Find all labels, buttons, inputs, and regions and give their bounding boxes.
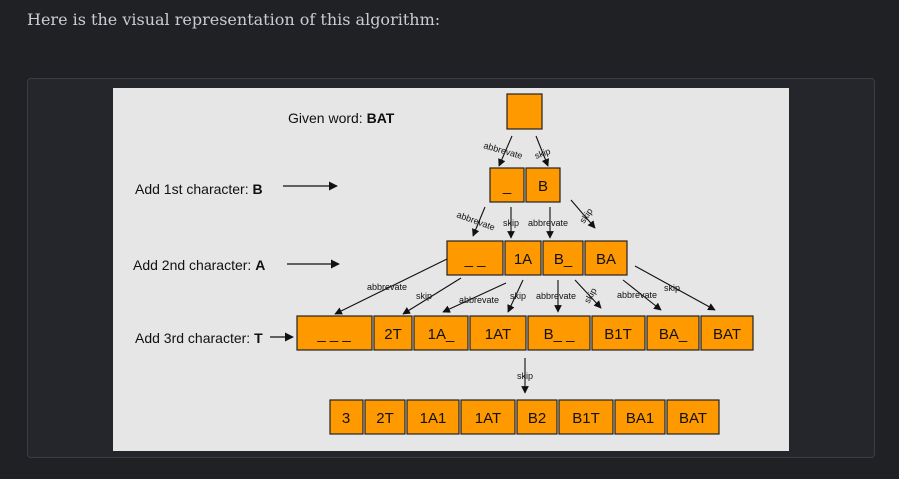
edge-root-abbrevate <box>498 135 513 167</box>
edge-label-skip: skip <box>510 291 526 301</box>
edge-label-abbrevate: abbrevate <box>528 218 568 228</box>
edge-label-skip: skip <box>577 206 594 225</box>
edge-root-skip <box>535 135 550 167</box>
edge-label-skip: skip <box>533 146 551 161</box>
level-3-row: _ _ _ 2T 1A_ 1AT B_ _ B1T BA_ BAT <box>296 315 754 351</box>
node-text: BA <box>596 251 616 268</box>
edge-label-abbrevate: abbrevate <box>617 290 657 300</box>
given-word-label: Given word: BAT <box>288 110 395 126</box>
node-text: BAT <box>713 326 741 343</box>
node <box>413 315 469 351</box>
level-1-label: Add 1st character: B <box>135 181 263 197</box>
intro-text: Here is the visual representation of thi… <box>27 10 441 29</box>
node-text: 2T <box>376 410 394 427</box>
edge-label-skip: skip <box>517 371 533 381</box>
node-text: 1A1 <box>420 410 447 427</box>
node-text: _ <box>502 178 512 195</box>
node-text: 1AT <box>475 410 501 427</box>
edge-label-abbrevate: abbrevate <box>536 291 576 301</box>
node-text: B <box>538 178 548 195</box>
edge-label-abbrevate: abbrevate <box>367 282 407 292</box>
node-text: B1T <box>604 326 632 343</box>
edge-label-skip: skip <box>416 291 432 301</box>
node-text: 1A <box>514 251 532 268</box>
level-2-label: Add 2nd character: A <box>133 257 265 273</box>
edge-skip <box>574 279 602 309</box>
level-1-row: _ B <box>489 167 561 203</box>
node-text: BAT <box>679 410 707 427</box>
node <box>700 315 754 351</box>
edge-label-skip: skip <box>664 283 680 293</box>
node-text: B_ _ <box>544 326 576 343</box>
node <box>373 315 413 351</box>
node <box>296 315 373 351</box>
edge-skip <box>634 265 716 311</box>
node-text: B_ <box>554 251 573 268</box>
node <box>504 240 542 276</box>
edge-label-abbrevate: abbrevate <box>459 295 499 305</box>
edge-abbrevate <box>472 206 486 237</box>
edge-abbrevate <box>334 258 448 315</box>
node-text: B2 <box>528 410 546 427</box>
node <box>527 315 591 351</box>
node <box>666 399 720 435</box>
node <box>364 399 406 435</box>
diagram-svg: Given word: BAT Add 1st character: B Add… <box>133 93 754 435</box>
node <box>525 167 561 203</box>
edge-skip <box>570 199 596 229</box>
node-text: _ _ <box>464 251 487 268</box>
node <box>329 399 364 435</box>
node <box>542 240 584 276</box>
level-2-row: _ _ 1A B_ BA <box>446 240 628 276</box>
node <box>516 399 558 435</box>
node-text: BA_ <box>659 326 688 343</box>
node <box>646 315 700 351</box>
root-node <box>506 93 543 130</box>
node <box>460 399 516 435</box>
final-row: 3 2T 1A1 1AT B2 B1T BA1 BAT <box>329 399 720 435</box>
edge-skip <box>402 277 462 315</box>
node <box>614 399 666 435</box>
node <box>489 167 525 203</box>
node <box>584 240 628 276</box>
node-text: 1A_ <box>428 326 455 343</box>
node-text: 1AT <box>485 326 511 343</box>
node-text: B1T <box>572 410 600 427</box>
node-text: 3 <box>342 410 350 427</box>
level-3-label: Add 3rd character: T <box>135 330 263 346</box>
node <box>406 399 460 435</box>
node <box>591 315 646 351</box>
node <box>469 315 527 351</box>
node-text: 2T <box>384 326 402 343</box>
edge-label-skip: skip <box>503 218 519 228</box>
node <box>558 399 614 435</box>
node <box>446 240 504 276</box>
node-text: BA1 <box>626 410 654 427</box>
edge-abbrevate <box>442 282 507 313</box>
node-text: _ _ _ <box>316 326 351 343</box>
edge-skip <box>507 279 524 313</box>
edge-abbrevate <box>622 279 662 311</box>
algorithm-diagram: Given word: BAT Add 1st character: B Add… <box>113 88 789 451</box>
